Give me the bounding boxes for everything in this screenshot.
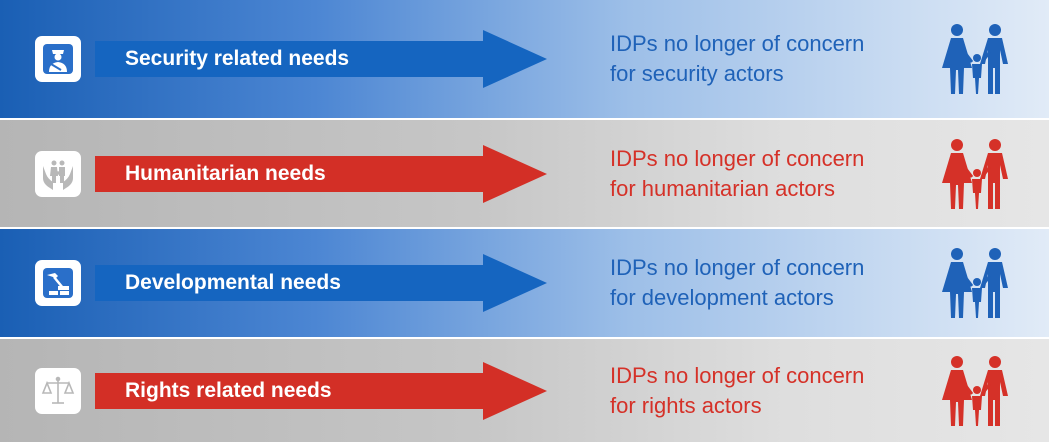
hammer-bricks-icon (35, 260, 81, 306)
outcome-text: IDPs no longer of concern for developmen… (610, 253, 930, 313)
outcome-line-2: for security actors (610, 61, 784, 86)
outcome-text: IDPs no longer of concern for security a… (610, 29, 930, 89)
scales-of-justice-icon (35, 367, 81, 414)
outcome-line-1: IDPs no longer of concern (610, 362, 865, 388)
need-label: Developmental needs (125, 271, 341, 294)
outcome-line-2: for rights actors (610, 392, 762, 418)
arrow-security: Security related needs (95, 30, 547, 88)
hands-protecting-family-icon (35, 150, 81, 197)
outcome-line-1: IDPs no longer of concern (610, 145, 865, 171)
row-humanitarian: Humanitarian needs IDPs no longer of con… (0, 120, 1049, 227)
arrow-rights: Rights related needs (95, 361, 547, 420)
family-icon (937, 354, 1017, 428)
need-label: Rights related needs (125, 378, 332, 402)
outcome-text: IDPs no longer of concern for humanitari… (610, 144, 930, 204)
outcome-line-2: for humanitarian actors (610, 175, 835, 201)
family-icon (937, 22, 1017, 96)
arrow-humanitarian: Humanitarian needs (95, 144, 547, 203)
row-security: Security related needs IDPs no longer of… (0, 0, 1049, 118)
outcome-line-2: for development actors (610, 285, 834, 310)
outcome-line-1: IDPs no longer of concern (610, 255, 865, 280)
need-label: Humanitarian needs (125, 161, 326, 185)
outcome-line-1: IDPs no longer of concern (610, 31, 865, 56)
security-guard-icon (35, 36, 81, 82)
arrow-developmental: Developmental needs (95, 254, 547, 312)
outcome-text: IDPs no longer of concern for rights act… (610, 361, 930, 421)
family-icon (937, 246, 1017, 320)
need-label: Security related needs (125, 47, 350, 70)
row-developmental: Developmental needs IDPs no longer of co… (0, 229, 1049, 337)
row-rights: Rights related needs IDPs no longer of c… (0, 339, 1049, 442)
family-icon (937, 137, 1017, 211)
